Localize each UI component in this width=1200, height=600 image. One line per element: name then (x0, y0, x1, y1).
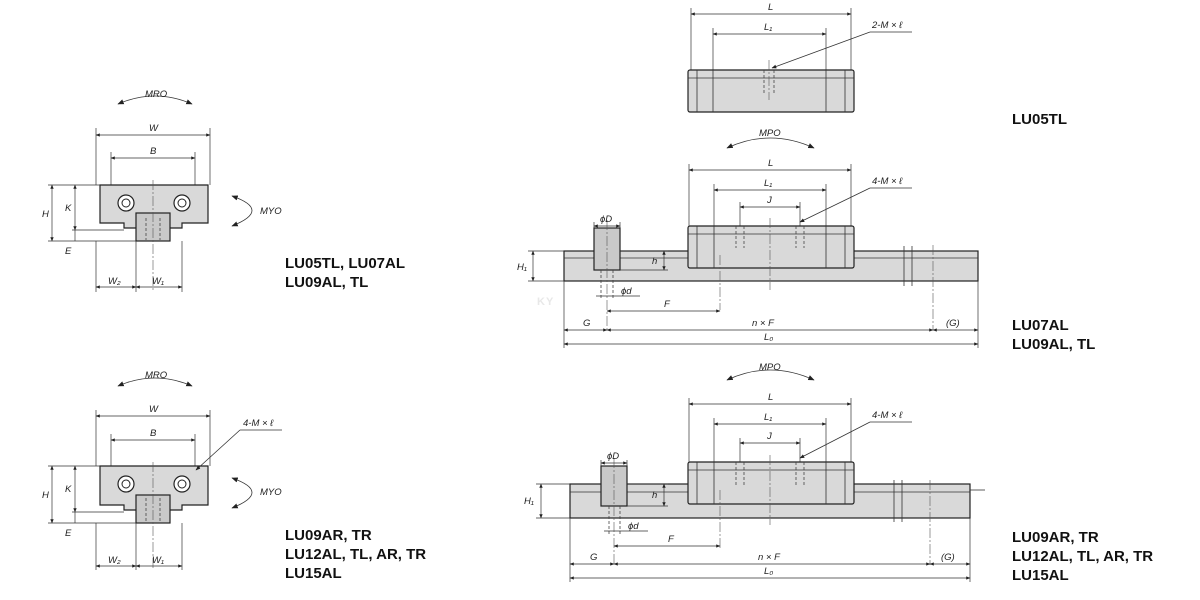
label-j-bottom: J (766, 431, 772, 442)
label-mp-mid: MPO (759, 128, 781, 139)
model-label-top-left-2: LU09AL, TL (285, 274, 368, 291)
label-w-bottom: W (149, 404, 159, 415)
label-w-top: W (149, 123, 159, 134)
label-g-paren-mid: (G) (946, 318, 960, 329)
label-k-top: K (65, 203, 72, 214)
model-label-bottom-left-2: LU12AL, TL, AR, TR (285, 546, 426, 563)
label-my-top: MYO (260, 206, 282, 217)
front-view-top: MRO W B H K E (42, 89, 282, 292)
model-label-top-left-1: LU05TL, LU07AL (285, 255, 405, 272)
label-smalld-mid: ϕd (621, 286, 632, 297)
side-view-mid: MPO L L₁ J 4-M × ℓ (517, 128, 979, 348)
moment-arrow-mr-top (117, 95, 193, 105)
label-screw-mid: 4-M × ℓ (872, 176, 903, 187)
label-screw-top-right: 2-M × ℓ (871, 20, 903, 31)
label-w1-bottom: W₁ (152, 555, 164, 566)
model-label-right-bot-2: LU12AL, TL, AR, TR (1012, 548, 1153, 565)
label-l1-top-right: L₁ (764, 22, 772, 33)
label-l1-mid: L₁ (764, 178, 772, 189)
label-w2-bottom: W₂ (108, 555, 121, 566)
label-bigd-bottom: ϕD (607, 451, 619, 462)
label-mr-bottom: MRO (145, 370, 168, 381)
label-nf-mid: n × F (752, 318, 775, 329)
model-label-right-mid-2: LU09AL, TL (1012, 336, 1095, 353)
front-view-bottom: MRO W B 4-M × ℓ H K E (42, 370, 282, 570)
label-b-top: B (150, 146, 157, 157)
model-label-right-bot-1: LU09AR, TR (1012, 529, 1099, 546)
label-e-bottom: E (65, 528, 72, 539)
label-f-bottom: F (668, 534, 675, 545)
label-g-bottom: G (590, 552, 597, 563)
label-b-bottom: B (150, 428, 157, 439)
model-label-right-bot-3: LU15AL (1012, 567, 1069, 584)
side-view-lu05tl: L L₁ 2-M × ℓ (687, 2, 912, 113)
model-label-right-mid-1: LU07AL (1012, 317, 1069, 334)
label-g-paren-bottom: (G) (941, 552, 955, 563)
label-l-mid: L (768, 158, 773, 169)
side-view-bottom: MPO L L₁ J 4-M × ℓ (524, 362, 985, 582)
label-l0-mid: L₀ (764, 332, 773, 343)
label-g-mid: G (583, 318, 590, 329)
model-label-bottom-left-3: LU15AL (285, 565, 342, 582)
label-h-small-bottom: h (652, 490, 657, 501)
label-w1-top: W₁ (152, 276, 164, 287)
label-screw-front: 4-M × ℓ (243, 418, 274, 429)
model-label-right-top: LU05TL (1012, 111, 1067, 128)
label-e-top: E (65, 246, 72, 257)
label-j-mid: J (766, 195, 772, 206)
watermark: KY (537, 296, 554, 308)
label-l0-bottom: L₀ (764, 566, 773, 577)
model-label-bottom-left-1: LU09AR, TR (285, 527, 372, 544)
label-my-bottom: MYO (260, 487, 282, 498)
label-l-top-right: L (768, 2, 773, 13)
label-mp-bottom: MPO (759, 362, 781, 373)
label-l1-bottom: L₁ (764, 412, 772, 423)
label-h-top: H (42, 209, 49, 220)
label-k-bottom: K (65, 484, 72, 495)
label-h-bottom: H (42, 490, 49, 501)
label-h1-mid: H₁ (517, 262, 527, 273)
label-w2-top: W₂ (108, 276, 121, 287)
label-screw-bottom: 4-M × ℓ (872, 410, 903, 421)
label-l-bottom: L (768, 392, 773, 403)
label-f-mid: F (664, 299, 671, 310)
label-bigd-mid: ϕD (600, 214, 612, 225)
label-h1-bottom: H₁ (524, 496, 534, 507)
label-mr-top: MRO (145, 89, 168, 100)
label-nf-bottom: n × F (758, 552, 781, 563)
label-smalld-bottom: ϕd (628, 521, 639, 532)
label-h-small-mid: h (652, 256, 657, 267)
